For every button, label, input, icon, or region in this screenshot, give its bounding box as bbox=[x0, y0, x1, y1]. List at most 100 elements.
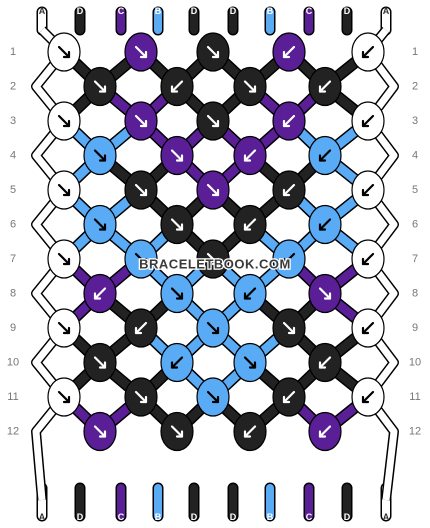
arrow-down-right-icon bbox=[206, 390, 220, 404]
bottom-string-letter: D bbox=[77, 512, 84, 522]
arrow-down-left-icon bbox=[318, 218, 332, 231]
arrow-head-icon bbox=[62, 257, 71, 266]
bottom-string-letter: A bbox=[383, 512, 390, 522]
top-string-letter: A bbox=[383, 6, 390, 16]
arrow-down-right-icon bbox=[243, 356, 257, 369]
arrow-down-right-icon bbox=[206, 321, 220, 335]
knot bbox=[160, 135, 194, 176]
knot bbox=[308, 411, 342, 452]
bottom-string-letter: B bbox=[267, 512, 274, 522]
top-string-letter: C bbox=[118, 6, 125, 16]
arrow-head-icon bbox=[139, 257, 148, 266]
arrow-head-icon bbox=[318, 430, 327, 438]
arrow-head-icon bbox=[243, 223, 252, 231]
top-string-letter: D bbox=[344, 6, 351, 16]
knot bbox=[160, 273, 194, 314]
watermark-text: BRACELETBOOK.COM bbox=[139, 257, 291, 272]
arrow-head-icon bbox=[139, 119, 148, 128]
arrow-head-icon bbox=[248, 361, 257, 369]
row-label-right: 3 bbox=[412, 115, 418, 127]
arrow-head-icon bbox=[211, 326, 220, 335]
knot bbox=[160, 411, 194, 452]
row-label-right: 7 bbox=[412, 253, 418, 265]
arrow-down-left-icon bbox=[361, 252, 375, 266]
arrow-down-left-icon bbox=[243, 149, 257, 162]
row-label-right: 2 bbox=[412, 81, 418, 93]
row-label-right: 8 bbox=[412, 288, 418, 300]
row-label-right: 6 bbox=[412, 219, 418, 231]
arrow-down-left-icon bbox=[243, 425, 257, 438]
knot bbox=[351, 101, 385, 141]
knot bbox=[196, 377, 230, 417]
arrow-head-icon bbox=[93, 292, 102, 300]
knot bbox=[47, 32, 81, 72]
knot bbox=[351, 32, 385, 72]
knot bbox=[351, 239, 385, 279]
arrow-down-left-icon bbox=[134, 321, 148, 335]
arrow-head-icon bbox=[282, 188, 291, 197]
arrow-head-icon bbox=[318, 85, 327, 93]
arrow-down-left-icon bbox=[318, 425, 332, 438]
knot bbox=[351, 308, 385, 348]
knot bbox=[83, 342, 117, 383]
arrow-head-icon bbox=[211, 50, 220, 59]
arrow-head-icon bbox=[62, 119, 71, 128]
arrow-down-right-icon bbox=[57, 390, 71, 404]
arrow-down-left-icon bbox=[170, 80, 184, 93]
arrow-head-icon bbox=[318, 223, 327, 231]
arrow-down-left-icon bbox=[361, 183, 375, 197]
knot bbox=[272, 32, 306, 72]
row-label-right: 11 bbox=[409, 391, 420, 403]
row-label-left: 12 bbox=[7, 426, 19, 438]
arrow-down-left-icon bbox=[361, 390, 375, 404]
bottom-string-letter: D bbox=[344, 512, 351, 522]
knot bbox=[47, 377, 81, 417]
arrow-head-icon bbox=[243, 292, 252, 300]
knot bbox=[124, 377, 158, 417]
arrow-down-left-icon bbox=[361, 114, 375, 128]
arrow-head-icon bbox=[175, 430, 184, 438]
knot-grid bbox=[47, 32, 385, 452]
knot bbox=[308, 342, 342, 383]
knot bbox=[47, 170, 81, 210]
row-label-left: 7 bbox=[10, 253, 16, 265]
arrow-down-right-icon bbox=[318, 287, 332, 300]
arrow-head-icon bbox=[323, 292, 332, 300]
row-label-left: 9 bbox=[10, 322, 16, 334]
knot bbox=[308, 273, 342, 314]
arrow-head-icon bbox=[62, 326, 71, 335]
arrow-down-left-icon bbox=[170, 356, 184, 369]
row-label-right: 9 bbox=[412, 322, 418, 334]
knot bbox=[47, 308, 81, 348]
arrow-head-icon bbox=[98, 223, 107, 231]
arrow-head-icon bbox=[98, 430, 107, 438]
arrow-head-icon bbox=[62, 188, 71, 197]
knot bbox=[272, 101, 306, 141]
arrow-head-icon bbox=[134, 326, 143, 335]
bottom-string-letter: C bbox=[306, 512, 313, 522]
knot bbox=[233, 411, 267, 452]
knot bbox=[308, 135, 342, 176]
arrow-down-left-icon bbox=[282, 390, 296, 404]
arrow-down-right-icon bbox=[57, 114, 71, 128]
row-label-left: 1 bbox=[10, 46, 16, 58]
arrow-head-icon bbox=[98, 361, 107, 369]
row-label-right: 5 bbox=[412, 184, 418, 196]
row-label-left: 6 bbox=[10, 219, 16, 231]
knot bbox=[233, 135, 267, 176]
arrow-down-left-icon bbox=[318, 80, 332, 93]
arrow-down-right-icon bbox=[57, 45, 71, 59]
knot bbox=[124, 308, 158, 348]
arrow-head-icon bbox=[139, 50, 148, 59]
arrow-head-icon bbox=[318, 154, 327, 162]
arrow-head-icon bbox=[211, 119, 220, 128]
arrow-down-right-icon bbox=[57, 321, 71, 335]
knot bbox=[160, 342, 194, 383]
knot bbox=[83, 66, 117, 107]
top-string-letter: A bbox=[39, 6, 46, 16]
knot bbox=[233, 342, 267, 383]
arrow-head-icon bbox=[211, 395, 220, 404]
arrow-head-icon bbox=[318, 361, 327, 369]
arrow-head-icon bbox=[282, 119, 291, 128]
arrow-head-icon bbox=[282, 50, 291, 59]
